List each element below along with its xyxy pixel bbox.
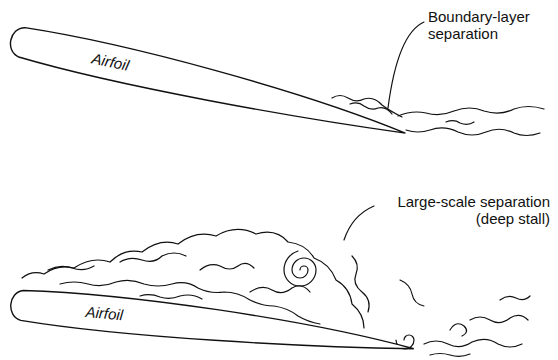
separation-squiggle [350,103,392,114]
wake-line [424,339,522,347]
separation-cloud [200,263,254,270]
separation-cloud [352,256,369,312]
wake-line [446,121,474,125]
airfoil-outline-path [7,24,411,143]
wake-line [430,354,470,357]
vortex-spiral [284,251,316,286]
wake-line [500,296,530,300]
leader-line [388,22,424,108]
trailing-vortex [450,324,467,336]
wake-line [398,107,544,117]
airfoil-name: Airfoil [85,304,124,324]
separation-cloud [48,266,94,270]
separation-cloud [120,253,186,262]
separation-cloud [250,286,310,293]
airfoil-shape: Airfoil [4,283,416,360]
leader-line [344,206,374,240]
airfoil-outline-path [9,288,416,359]
annotation-label: Large-scale separation (deep stall) [375,193,550,228]
separation-cloud [400,280,424,306]
wake-line [406,128,540,136]
airfoil-outline [4,283,416,360]
annotation-label: Boundary-layer separation [428,8,550,43]
airfoil-shape: Airfoil [1,18,411,146]
airfoil-outline [1,18,411,146]
surface-turbulence [140,295,202,299]
wake-line [470,315,528,322]
